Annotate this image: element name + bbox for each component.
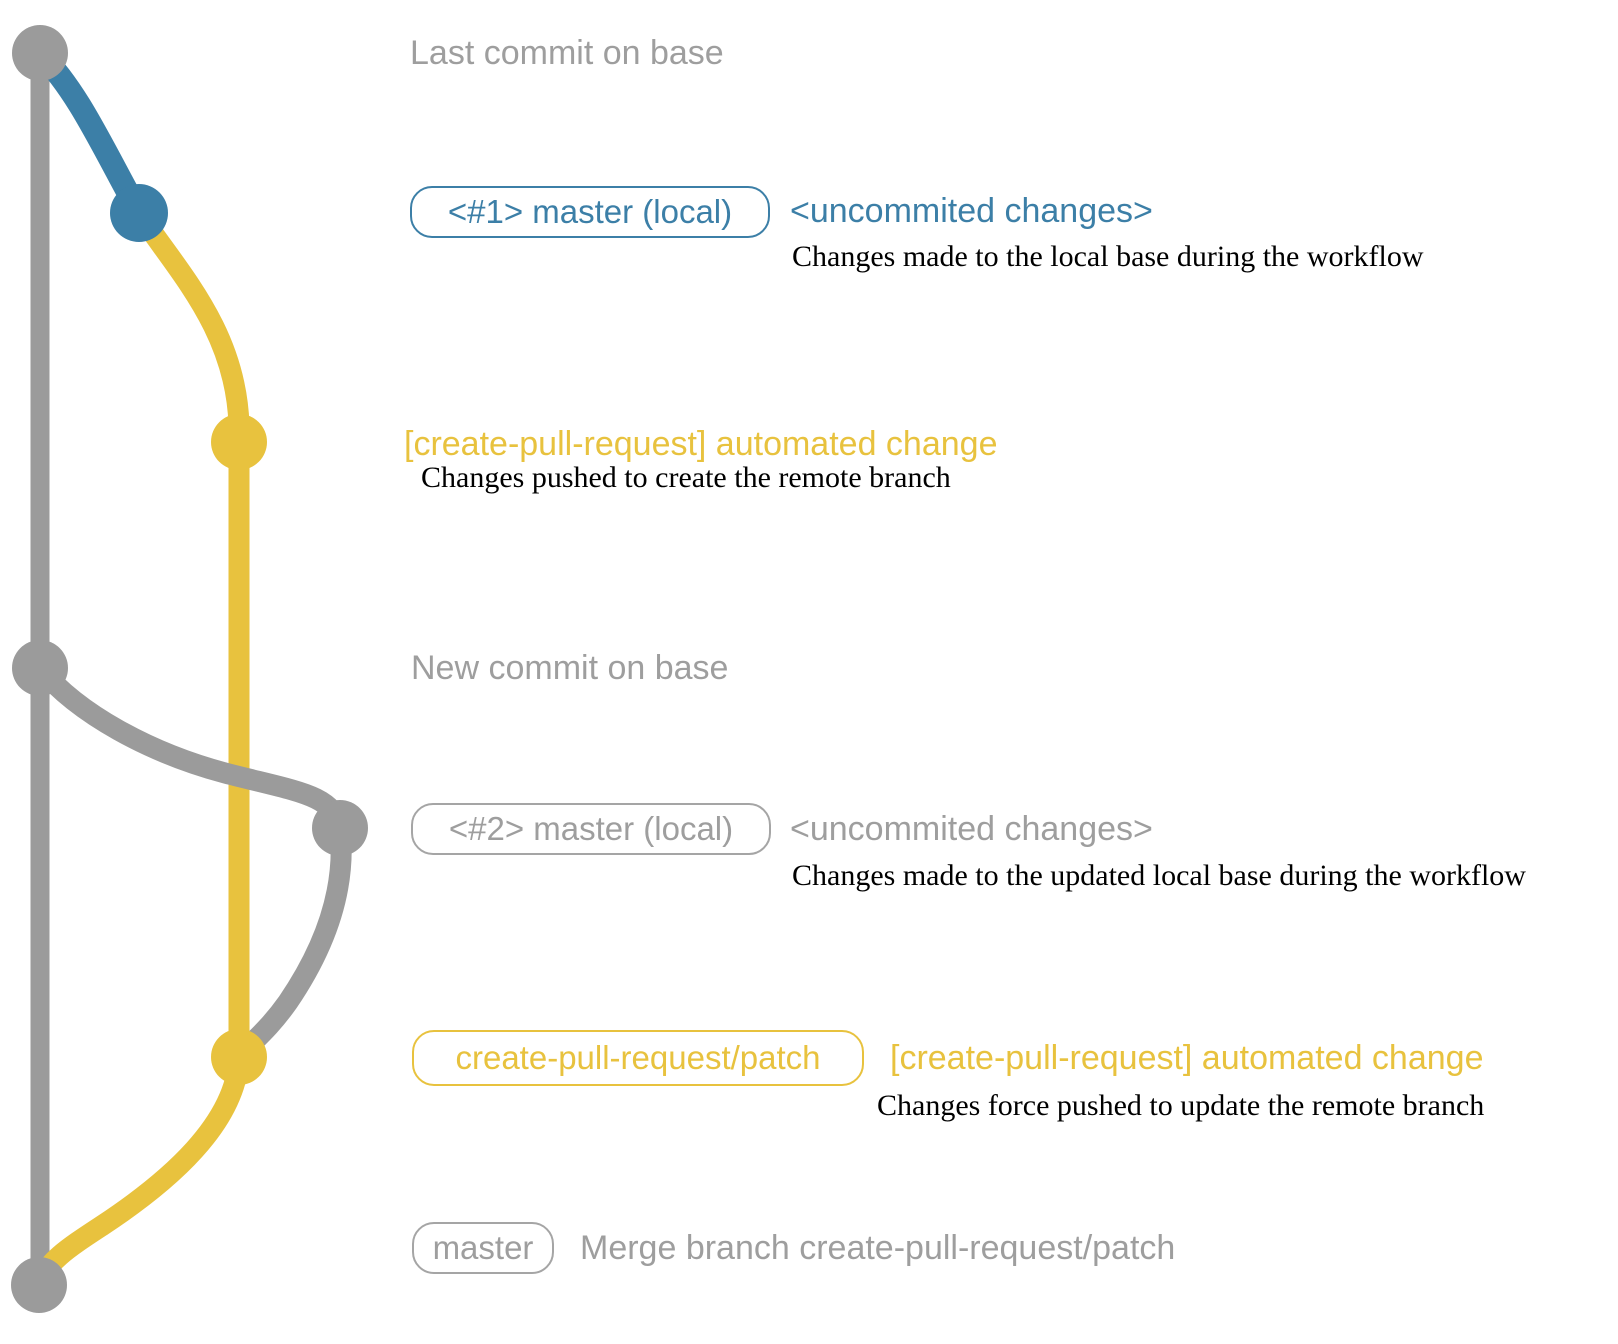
commit-message-automated-change-2: [create-pull-request] automated change <box>890 1039 1484 1077</box>
branch-badge-label: <#1> master (local) <box>447 193 733 230</box>
branch-badge-label: <#2> master (local) <box>448 810 734 847</box>
commit-message-uncommited-changes-1: <uncommited changes> <box>790 192 1153 230</box>
branch-badge-label: create-pull-request/patch <box>455 1039 821 1076</box>
git-graph <box>11 25 368 1313</box>
commit-dot-last-commit-on-base <box>12 25 68 81</box>
commit-message-merge-branch: Merge branch create-pull-request/patch <box>580 1229 1176 1267</box>
branch-badge-create-pull-request-patch: create-pull-request/patch <box>412 1030 864 1086</box>
create-pull-request-branch-line <box>28 207 250 1289</box>
commit-dot-merge-commit <box>11 1257 67 1313</box>
branch-badge-master: master <box>412 1222 554 1274</box>
commit-dot-new-commit-on-base <box>12 640 68 696</box>
branch-badge-label: master <box>432 1229 534 1266</box>
commit-message-automated-change-1: [create-pull-request] automated change <box>404 425 998 463</box>
branch-badge-local-master-2: <#2> master (local) <box>411 803 771 855</box>
branch-badge-local-master-1: <#1> master (local) <box>410 186 770 238</box>
commit-message-last-commit-on-base: Last commit on base <box>410 34 724 72</box>
commit-dot-local-master-2 <box>312 800 368 856</box>
annotation-updated-local-base-changes: Changes made to the updated local base d… <box>792 859 1526 892</box>
commit-message-uncommited-changes-2: <uncommited changes> <box>790 810 1153 848</box>
local-master2-branch-line <box>31 661 351 831</box>
local-master2-merge-line <box>231 826 352 1063</box>
annotation-local-base-changes: Changes made to the local base during th… <box>792 240 1424 273</box>
commit-dot-local-master-1 <box>110 184 168 242</box>
commit-dot-automated-change-2 <box>211 1029 267 1085</box>
annotation-pushed-to-create-remote: Changes pushed to create the remote bran… <box>421 461 951 494</box>
annotation-force-pushed-to-update-remote: Changes force pushed to update the remot… <box>877 1089 1485 1122</box>
commit-message-new-commit-on-base: New commit on base <box>411 649 729 687</box>
commit-dot-automated-change-1 <box>211 414 267 470</box>
